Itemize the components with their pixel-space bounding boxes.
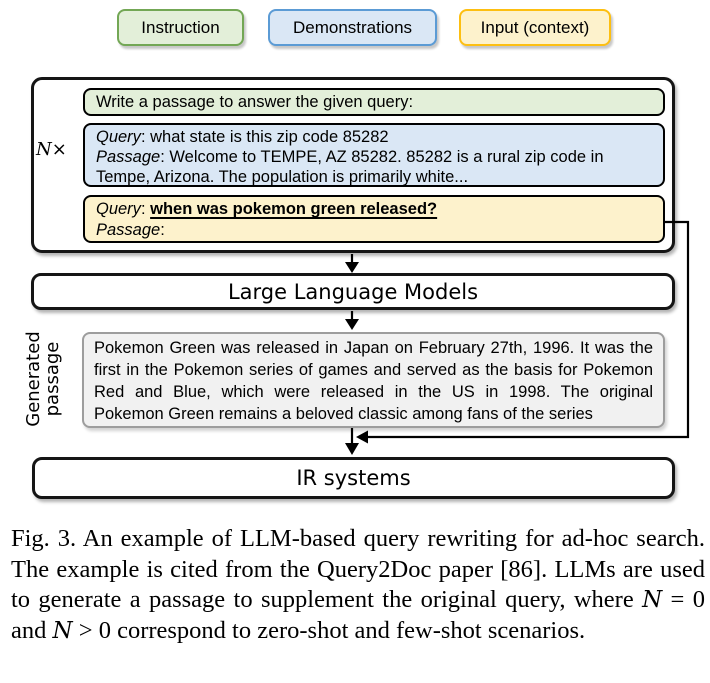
ir-systems-box: IR systems — [32, 457, 675, 499]
demo-query-label: Query — [96, 128, 141, 146]
input-passage-label: Passage — [96, 221, 161, 239]
llm-box-label: Large Language Models — [227, 279, 479, 304]
arrowhead-down-3 — [345, 443, 359, 455]
caption-math-n1: N — [642, 587, 663, 613]
llm-box: Large Language Models — [31, 273, 675, 310]
demonstrations-box: Query: what state is this zip code 85282… — [83, 123, 665, 187]
legend-instruction-label: Instruction — [141, 17, 220, 37]
demo-query-text: : what state is this zip code 85282 — [140, 128, 389, 146]
legend-demonstrations-label: Demonstrations — [292, 17, 413, 37]
caption-part-4: > 0 correspond to zero-shot and few-shot… — [72, 616, 586, 644]
legend-input-context-label: Input (context) — [480, 17, 590, 37]
caption-part-0: Fig. 3. An example of LLM-based query re… — [11, 525, 705, 613]
input-query-sep: : — [140, 200, 151, 218]
demo-passage-label: Passage — [96, 148, 161, 166]
input-query-label: Query — [96, 200, 141, 218]
legend-instruction: Instruction — [117, 9, 244, 46]
input-context-box: Query: when was pokemon green released? … — [83, 195, 665, 243]
generated-passage-box: Pokemon Green was released in Japan on F… — [82, 332, 665, 428]
arrowhead-left-bypass — [356, 430, 368, 444]
generated-label-line2: passage — [42, 341, 63, 417]
repeat-n: N — [36, 139, 52, 160]
repeat-count-label: N× — [36, 139, 67, 160]
arrowhead-down-1 — [345, 262, 359, 273]
caption-math-n2: N — [52, 617, 73, 644]
input-query-text: when was pokemon green released? — [150, 200, 438, 218]
ir-systems-label: IR systems — [296, 466, 411, 490]
legend-demonstrations: Demonstrations — [268, 9, 437, 46]
arrowhead-down-2 — [345, 319, 359, 330]
input-passage-colon: : — [160, 221, 165, 239]
instruction-box: Write a passage to answer the given quer… — [83, 88, 665, 116]
figure-caption: Fig. 3. An example of LLM-based query re… — [11, 524, 705, 646]
times-symbol: × — [51, 139, 67, 160]
caption-part-2: = 0 and — [11, 586, 705, 644]
legend-input-context: Input (context) — [459, 9, 611, 46]
demo-passage-text: : Welcome to TEMPE, AZ 85282. 85282 is a… — [96, 148, 604, 186]
instruction-text: Write a passage to answer the given quer… — [96, 92, 414, 111]
